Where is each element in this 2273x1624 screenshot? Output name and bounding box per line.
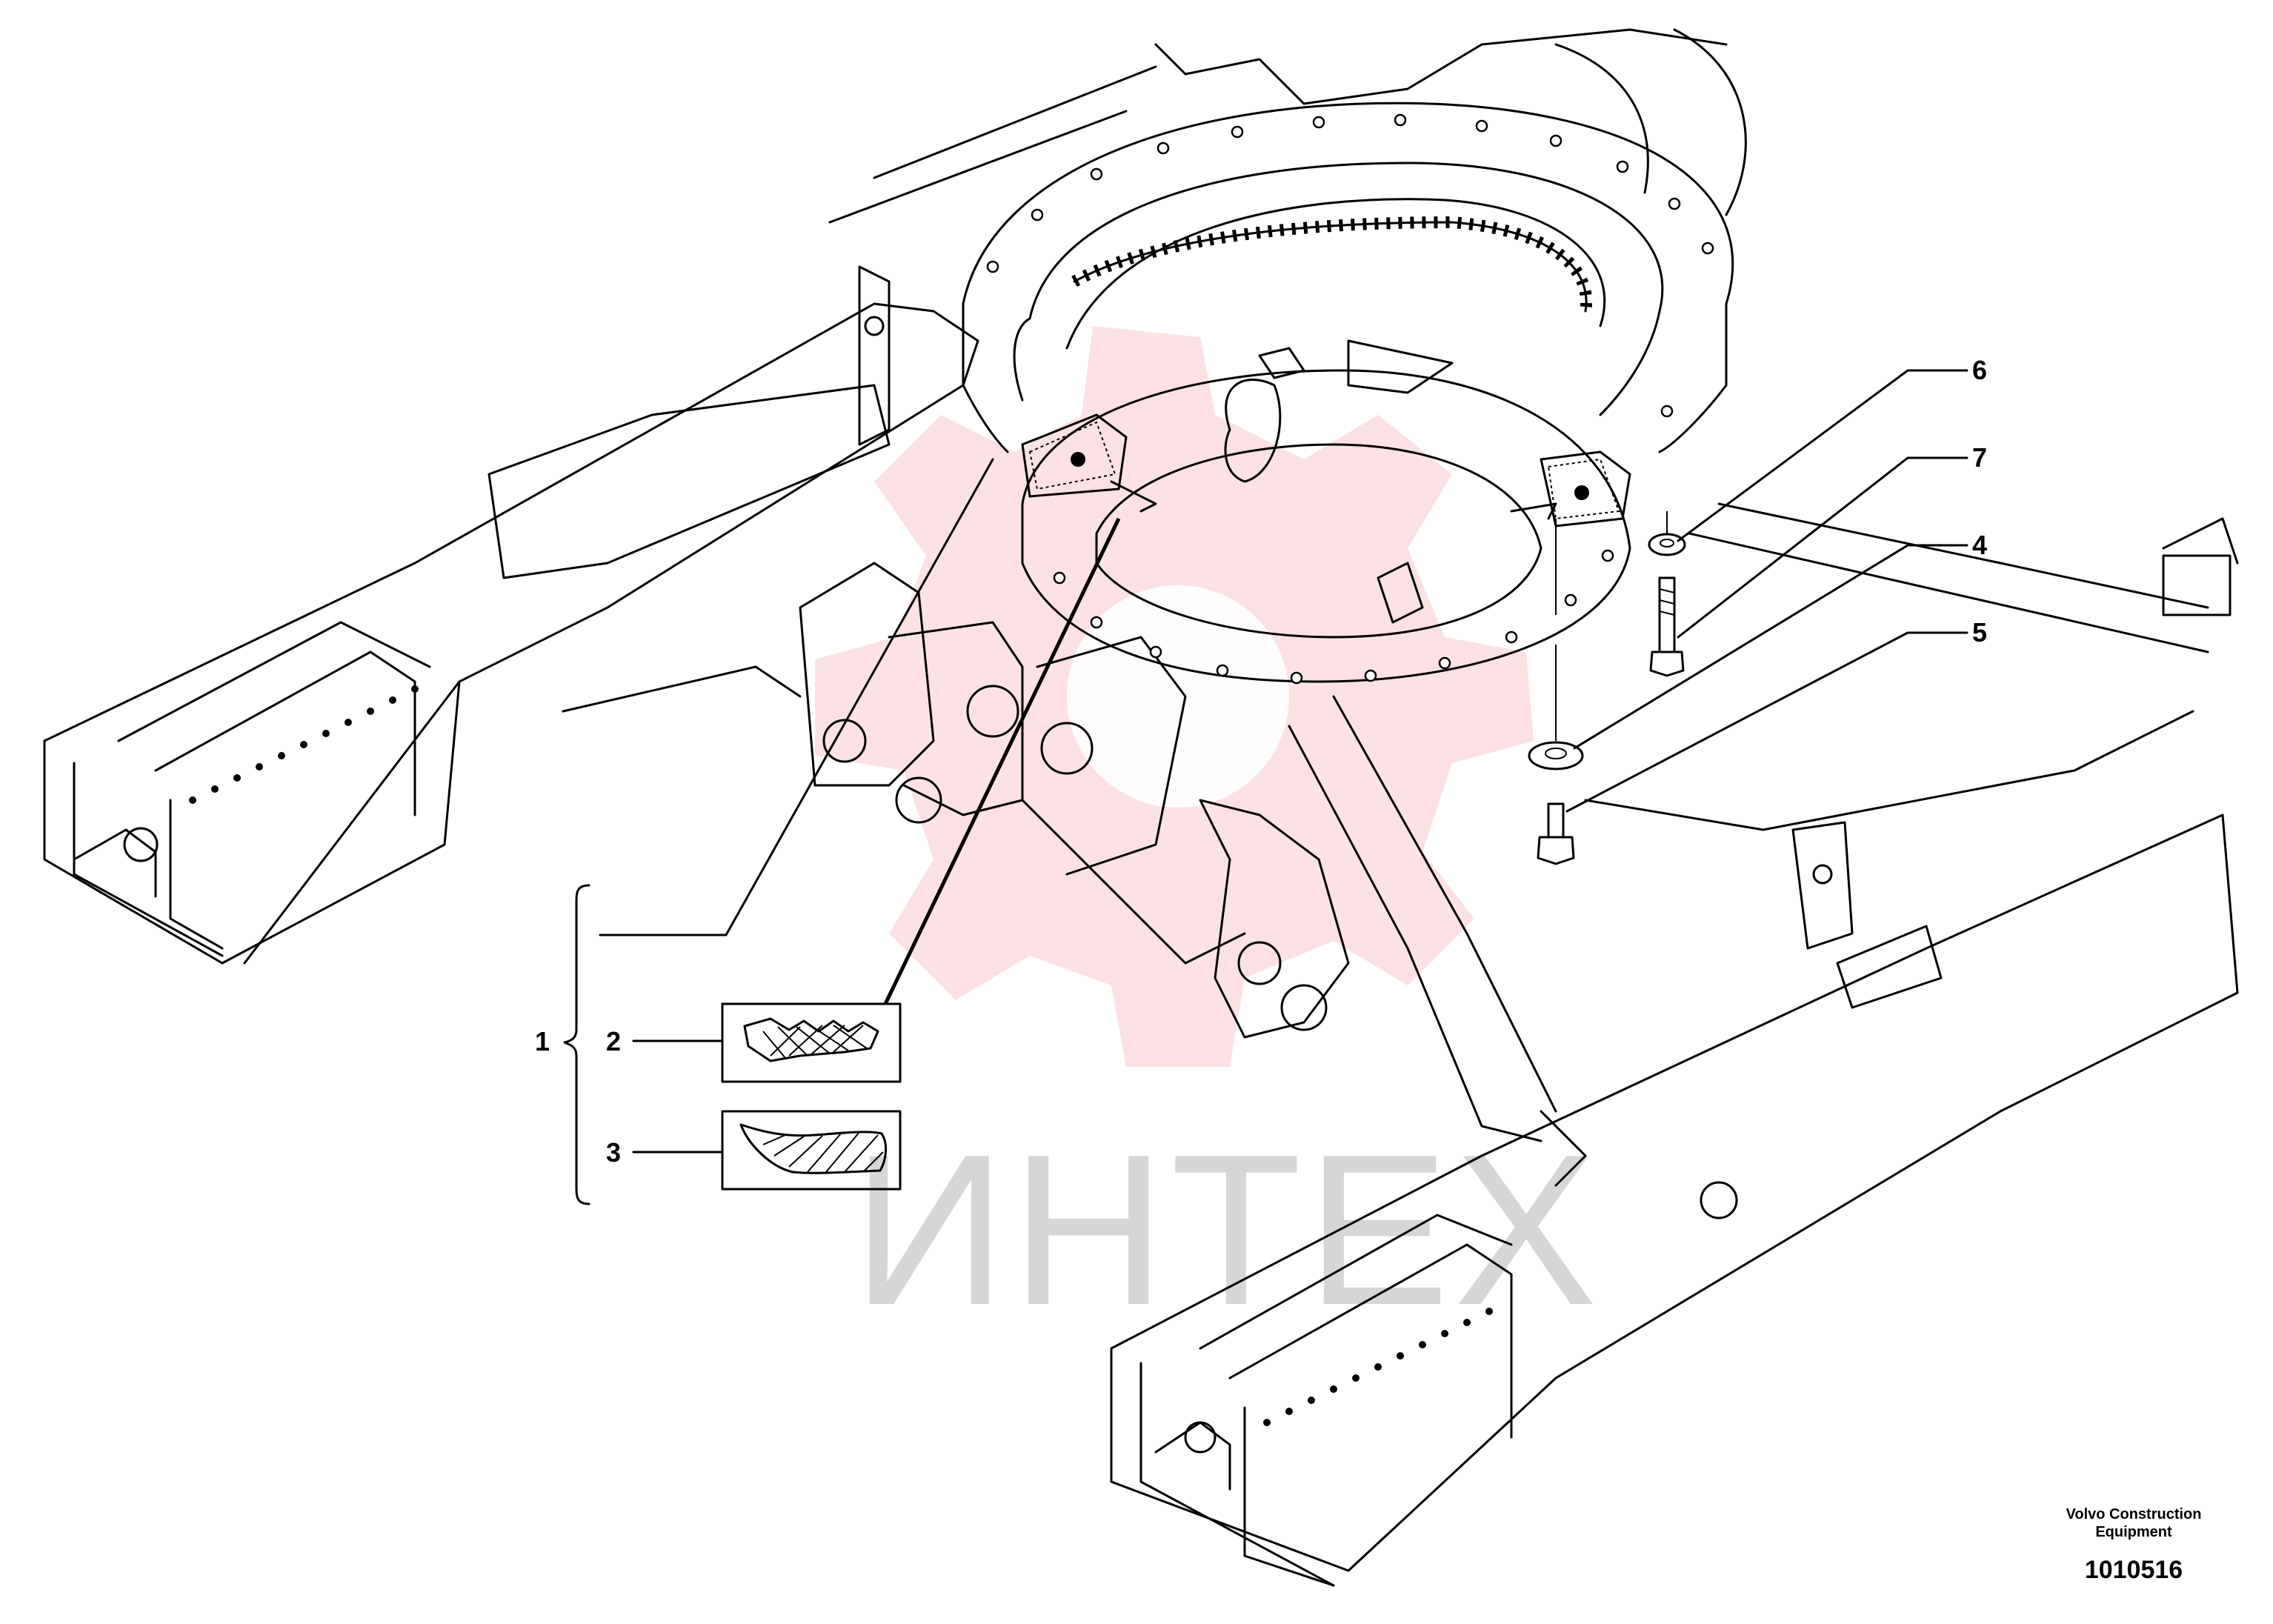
leader-1 — [599, 458, 994, 936]
right-track-frame-holes — [1263, 1308, 1493, 1426]
detail-box-3 — [721, 1110, 902, 1191]
callout-5: 5 — [1972, 617, 1987, 648]
center-body — [799, 562, 1587, 1187]
mounting-plate — [1021, 339, 1631, 685]
watermark-gear-hole — [1067, 585, 1289, 808]
callout-labels: 1 2 3 4 5 6 7 — [535, 355, 1987, 1168]
detail-box-2 — [721, 1002, 902, 1083]
callout-1: 1 — [535, 1026, 550, 1056]
leader-5 — [1565, 631, 1969, 813]
group-bracket — [563, 884, 590, 1205]
leader-lines — [599, 369, 1969, 1154]
leader-4 — [1573, 544, 1969, 750]
leader-7 — [1677, 456, 1969, 639]
watermark: ИНТЕХ — [815, 326, 1597, 1350]
right-track-frame — [1110, 710, 2239, 1587]
drawing-number: 1010516 — [2085, 1556, 2183, 1584]
ring-bolt-holes — [986, 113, 1714, 418]
washer-4 — [1528, 741, 1584, 771]
callout-2: 2 — [606, 1026, 621, 1056]
left-track-frame — [43, 265, 979, 965]
leader-6 — [1677, 369, 1969, 542]
callout-4: 4 — [1972, 530, 1987, 560]
bolt-7 — [1649, 576, 1685, 677]
callout-6: 6 — [1972, 355, 1987, 385]
callout-3: 3 — [606, 1137, 621, 1168]
footer-company-line1: Volvo Construction — [2066, 1506, 2202, 1522]
slewing-ring — [962, 102, 1734, 528]
footer: Volvo Construction Equipment 1010516 — [2066, 1506, 2202, 1584]
fasteners — [1528, 511, 1686, 865]
upper-frame-outline — [828, 28, 2239, 653]
footer-company-line2: Equipment — [2095, 1524, 2172, 1540]
bolt-5 — [1537, 802, 1575, 865]
leader-2 — [883, 517, 1121, 1005]
plate-bolt-holes — [1053, 549, 1614, 685]
left-track-frame-holes — [189, 685, 419, 804]
callout-7: 7 — [1972, 442, 1987, 473]
washer-6 — [1648, 533, 1686, 556]
